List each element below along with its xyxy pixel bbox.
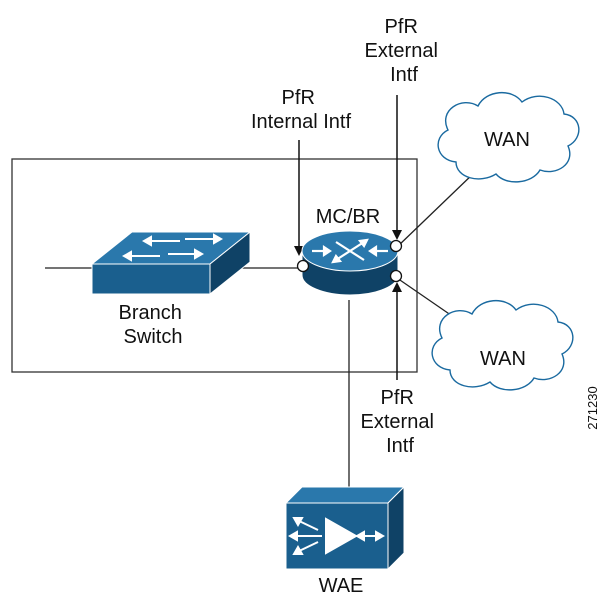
label-pfr-external-top: PfR External Intf <box>365 16 444 86</box>
label-wan-bottom: WAN <box>480 348 526 370</box>
external-intf-top-dot <box>389 239 403 253</box>
router-icon <box>301 230 399 296</box>
label-wan-top: WAN <box>484 129 530 151</box>
pointer-arrows <box>294 95 402 380</box>
switch-icon <box>90 230 252 296</box>
label-pfr-internal: PfR Internal Intf <box>251 87 352 133</box>
wan-bottom-cloud <box>431 300 574 391</box>
wan-bottom-link <box>396 277 459 321</box>
wan-top-link <box>396 171 476 248</box>
figure-id: 271230 <box>585 386 600 429</box>
label-mc-br: MC/BR <box>316 206 380 228</box>
internal-intf-dot <box>296 259 310 273</box>
external-intf-bottom-dot <box>389 269 403 283</box>
label-pfr-external-bottom: PfR External Intf <box>361 387 440 457</box>
label-branch-switch: Branch Switch <box>119 302 188 348</box>
wan-top-cloud <box>437 92 580 183</box>
branch-site-box <box>11 158 418 373</box>
label-wae: WAE <box>319 575 364 596</box>
wae-icon <box>284 485 406 571</box>
